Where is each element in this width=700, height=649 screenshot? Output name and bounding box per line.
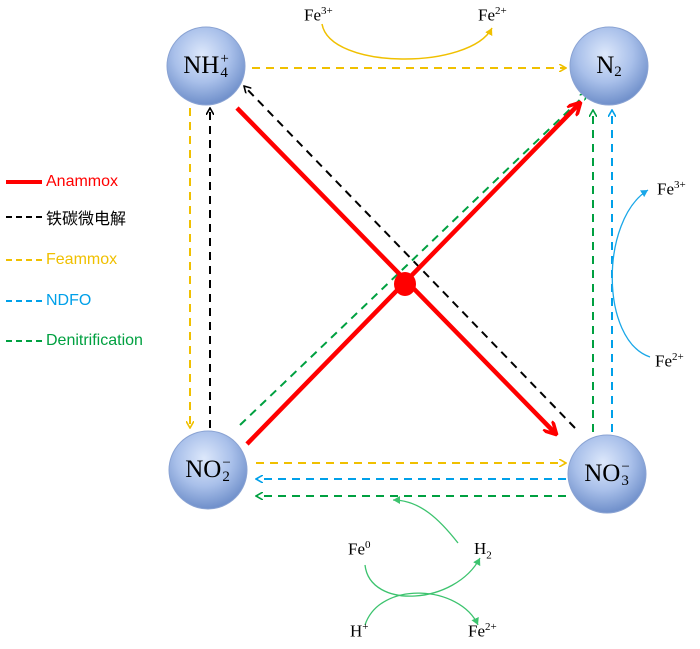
legend-label-denitrification: Denitrification <box>46 332 143 349</box>
legend-item-feammox: Feammox <box>6 249 117 271</box>
legend-label-anammox: Anammox <box>46 173 119 190</box>
top-fe-cycle-arrow <box>321 23 493 60</box>
no3-node-circle <box>567 434 647 514</box>
top-fe2-label: Fe2+ <box>478 6 507 24</box>
hplus-label: H+ <box>350 622 369 640</box>
right-fe3-base: Fe <box>657 179 674 199</box>
fe0-charge: 0 <box>365 539 371 551</box>
legend-item-ndfo: NDFO <box>6 290 91 312</box>
h2-subscript: 2 <box>486 549 492 562</box>
right-fe2-label: Fe2+ <box>655 352 684 370</box>
h2-label: H2 <box>474 540 492 561</box>
fe0-to-h2-arrow <box>364 557 481 597</box>
legend-swatch-denitrification <box>6 340 42 342</box>
fe0-base: Fe <box>348 539 365 559</box>
hplus-charge: + <box>362 621 369 633</box>
right-fe3-label: Fe3+ <box>657 180 686 198</box>
right-fe2-charge: 2+ <box>672 351 684 363</box>
legend-swatch-anammox <box>6 180 42 184</box>
anammox-center-dot <box>394 272 416 296</box>
denit-no2-n2-arrow <box>239 93 587 426</box>
legend-swatch-ndfo <box>6 300 42 302</box>
n2-node-circle <box>569 26 649 106</box>
top-fe2-base: Fe <box>478 5 495 25</box>
fec-no3-nh4-arrow <box>244 86 576 429</box>
bottom-fe2-base: Fe <box>468 621 485 641</box>
legend-item-iron-carbon: 铁碳微电解 <box>6 206 126 228</box>
nh4-node-circle <box>166 26 246 106</box>
top-fe3-label: Fe3+ <box>304 6 333 24</box>
hplus-base: H <box>350 621 363 641</box>
anammox-no2-arrow <box>245 103 580 446</box>
right-fe3-charge: 3+ <box>674 179 686 191</box>
bottom-fe2-charge: 2+ <box>485 621 497 633</box>
h2-base: H <box>474 539 487 558</box>
right-fe-cycle-arrow <box>611 189 651 358</box>
anammox-nh4-arrow <box>235 106 556 434</box>
top-fe2-charge: 2+ <box>495 5 507 17</box>
legend-label-iron-carbon: 铁碳微电解 <box>46 209 127 228</box>
bottom-fe2-label: Fe2+ <box>468 622 497 640</box>
legend-label-feammox: Feammox <box>46 251 118 268</box>
right-fe2-base: Fe <box>655 351 672 371</box>
fe0-label: Fe0 <box>348 540 371 558</box>
legend-item-denitrification: Denitrification <box>6 330 143 352</box>
legend-swatch-feammox <box>6 259 42 261</box>
no2-node-circle <box>168 430 248 510</box>
top-fe3-base: Fe <box>304 5 321 25</box>
legend-item-anammox: Anammox <box>6 171 118 193</box>
top-fe3-charge: 3+ <box>321 5 333 17</box>
hplus-to-fe2-arrow <box>364 592 479 626</box>
legend-swatch-iron-carbon <box>6 216 42 218</box>
h2-to-nitrite-arrow <box>392 496 459 544</box>
legend-label-ndfo: NDFO <box>46 292 92 309</box>
